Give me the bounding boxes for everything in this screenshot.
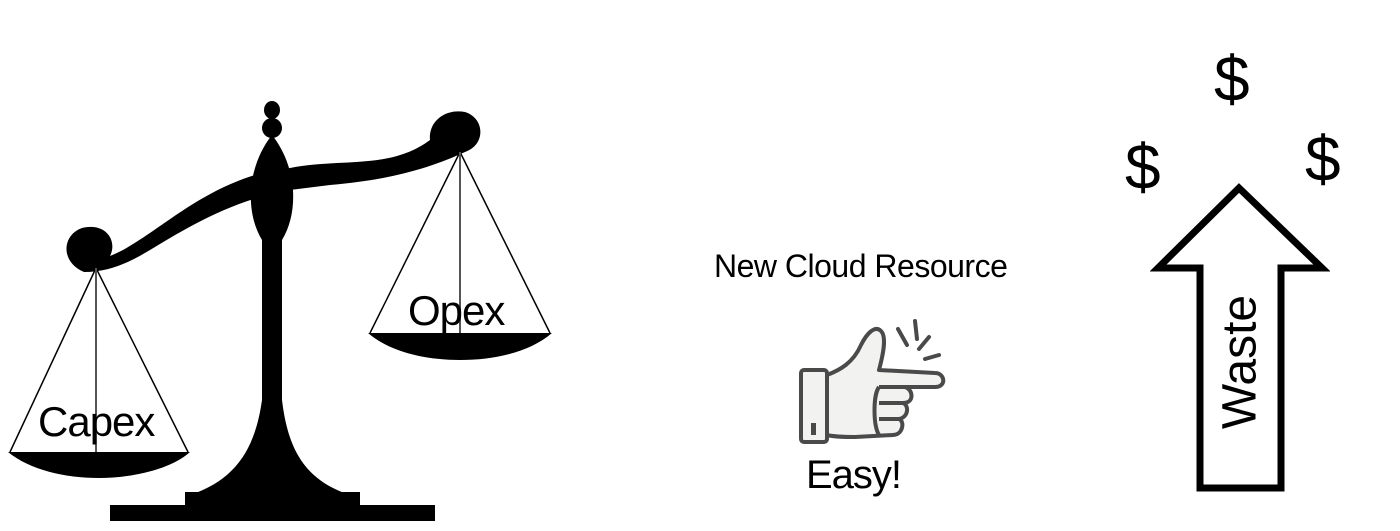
waste-label: Waste	[1213, 294, 1267, 430]
dollar-sign-right: $	[1305, 123, 1341, 195]
dollar-sign-top: $	[1214, 43, 1250, 115]
dollar-sign-left: $	[1125, 131, 1161, 203]
up-arrow-icon	[1150, 183, 1330, 492]
capex-label: Capex	[38, 398, 155, 445]
new-cloud-resource-title: New Cloud Resource	[714, 248, 1008, 284]
easy-caption: Easy!	[806, 453, 902, 497]
opex-label: Opex	[408, 287, 505, 334]
finger-snap-icon	[799, 319, 946, 444]
